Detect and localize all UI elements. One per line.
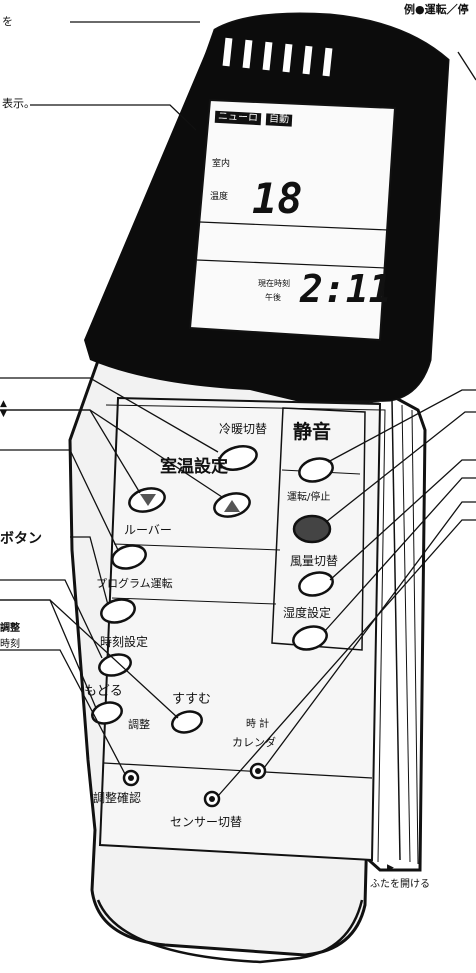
kakunin-label: 調整確認 [93, 791, 142, 805]
callout-1: を [2, 15, 13, 28]
program-button[interactable] [99, 596, 138, 626]
shitsudo-label: 湿度設定 [283, 606, 332, 620]
clock-label-2: カレンダ [232, 736, 276, 749]
open-lid-arrow: ▶ [387, 863, 394, 873]
unten-label: 運転/停止 [287, 492, 331, 503]
seion-button[interactable] [297, 455, 336, 485]
shitsuon-label: 室温設定 [160, 457, 228, 477]
susumu-button[interactable] [170, 708, 204, 735]
callout-6: 時刻 [0, 639, 20, 650]
callout-5: 調整 [0, 623, 20, 634]
jikoku-label: 時刻設定 [100, 635, 149, 649]
callout-4: ボタン [0, 531, 42, 547]
room-label-1: 室内 [212, 159, 231, 169]
modoru-button[interactable] [90, 699, 124, 726]
seion-label: 静音 [293, 421, 332, 443]
room-label-2: 温度 [210, 192, 229, 202]
remote-body [68, 12, 450, 964]
modoru-label: もどる [84, 684, 123, 699]
mode-badge-auto: 自動 [265, 113, 293, 127]
louver-label: ルーバー [124, 523, 172, 537]
furyo-label: 風量切替 [290, 554, 339, 568]
sensor-label: センサー切替 [170, 815, 243, 829]
unten-button[interactable] [292, 514, 332, 544]
louver-button[interactable] [110, 542, 149, 572]
susumu-label: すすむ [172, 692, 212, 707]
time-label-2: 午後 [265, 293, 281, 302]
temperature-readout: 18 [252, 174, 303, 223]
reidan-label: 冷暖切替 [219, 422, 268, 436]
open-lid-caption: ふたを開ける [370, 879, 430, 890]
top-right-caption: 例●運転／停 [404, 3, 469, 16]
clock-label-1: 時 計 [246, 719, 270, 730]
callout-2: 表示。 [2, 97, 35, 110]
program-label: プログラム運転 [96, 577, 173, 590]
jikoku-button[interactable] [97, 651, 133, 679]
time-readout: 2:11 [300, 267, 392, 311]
chosei-label: 調整 [128, 718, 150, 731]
time-label-1: 現在時刻 [258, 279, 290, 288]
furyo-button[interactable] [297, 569, 336, 599]
shitsudo-button[interactable] [291, 623, 330, 653]
mode-badge-neuro: ニューロ [214, 110, 262, 126]
reidan-button[interactable] [217, 442, 259, 473]
callout-3: ▲ ▼ [0, 399, 7, 419]
